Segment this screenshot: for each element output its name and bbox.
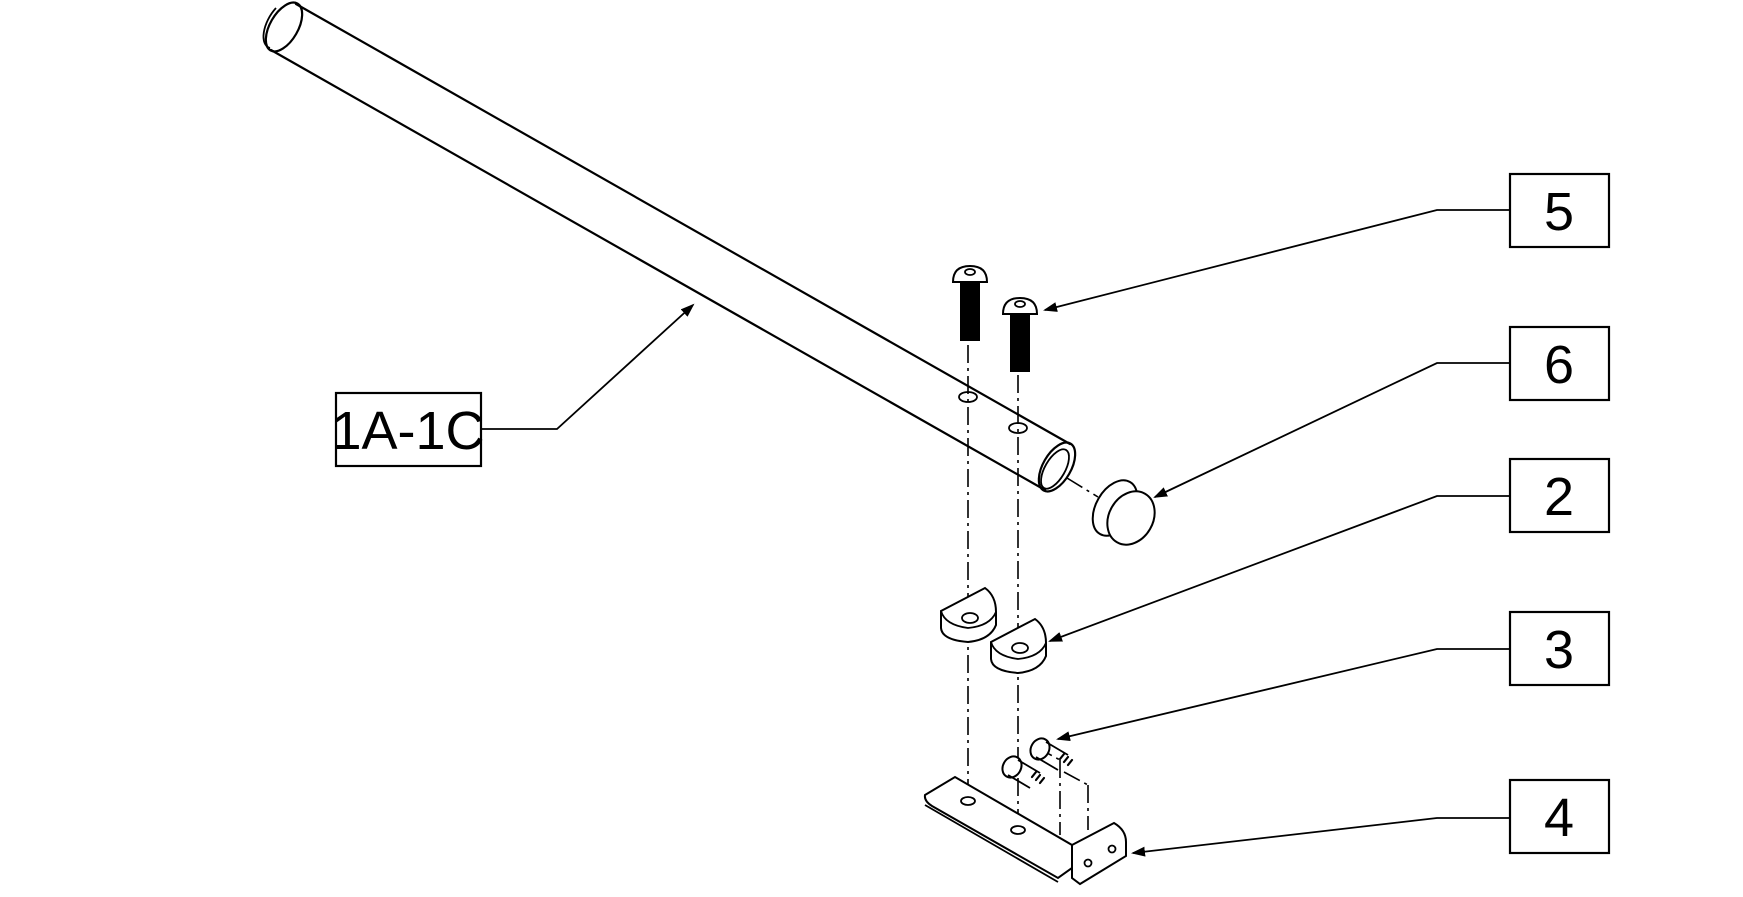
leader-4 (1131, 817, 1510, 857)
leader-1a-1c (482, 303, 695, 430)
leader-3 (1056, 648, 1510, 742)
callout-4: 4 (1508, 778, 1611, 855)
tube-part (262, 1, 1077, 493)
callout-label-2: 2 (1544, 467, 1574, 527)
clamp-block-part-b (990, 617, 1047, 675)
callout-label-1a-1c: 1A-1C (331, 401, 484, 461)
screw-part-5a (951, 264, 989, 341)
end-cap-part (1091, 479, 1156, 546)
bracket-part (923, 775, 1127, 886)
shoulder-bolt-part-a (1001, 755, 1046, 789)
leader-5 (1043, 209, 1510, 312)
shoulder-bolt-part-b (1029, 737, 1074, 771)
leader-6 (1153, 362, 1510, 498)
callout-label-6: 6 (1544, 335, 1574, 395)
screw-part-5b (1001, 296, 1039, 372)
callout-3: 3 (1508, 610, 1611, 687)
callout-1a-1c: 1A-1C (331, 391, 485, 468)
callout-label-5: 5 (1544, 182, 1574, 242)
callout-5: 5 (1508, 172, 1611, 249)
callout-label-4: 4 (1544, 788, 1574, 848)
callout-label-3: 3 (1544, 620, 1574, 680)
callout-6: 6 (1508, 325, 1611, 402)
leader-lines (482, 209, 1510, 857)
leader-2 (1048, 495, 1510, 642)
callout-2: 2 (1508, 457, 1611, 534)
clamp-block-part-a (940, 586, 997, 644)
